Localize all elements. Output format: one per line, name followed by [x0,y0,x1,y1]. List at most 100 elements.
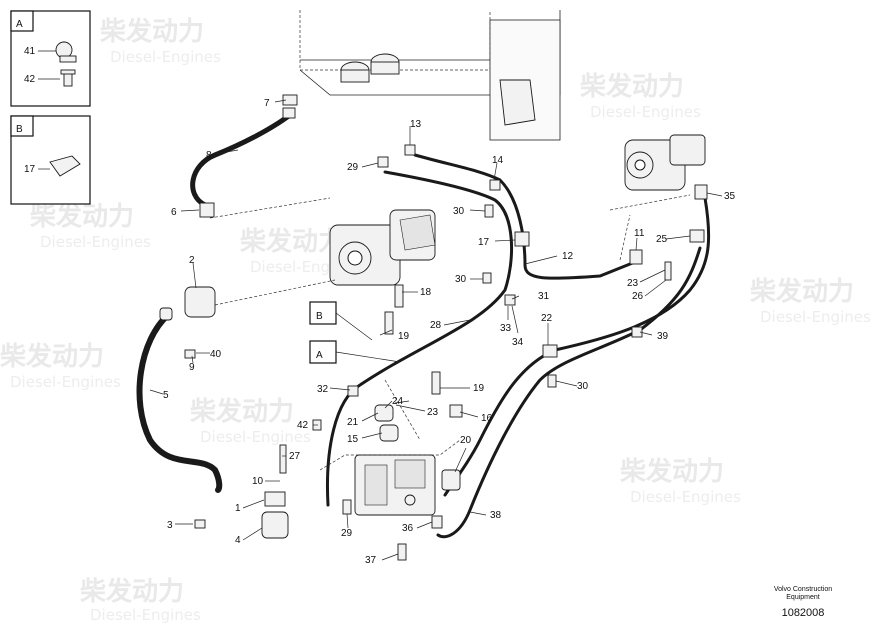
callout-flag-b: B [309,301,373,341]
part-label-16: 16 [481,413,493,424]
part-label-29: 29 [347,162,359,173]
part-label-3: 3 [167,520,173,531]
part-label-19: 19 [398,331,410,342]
watermark-text: 柴发动力 [579,71,684,102]
part-label-2: 2 [189,255,195,266]
bolt-9 [184,349,196,359]
fitting-19-lower [431,371,441,395]
part-label-39: 39 [657,331,669,342]
part-labels: 7 8 6 2 40 9 5 27 10 1 3 4 13 29 14 30 1… [163,98,736,566]
callout-flag-a: A [309,340,401,364]
bracket-1 [264,491,286,507]
part-label-28: 28 [430,320,442,331]
clip-31 [504,294,516,306]
part-label-26: 26 [632,291,644,302]
part-label-10: 10 [252,476,264,487]
pump-assembly-right [609,134,706,261]
part-label-32: 32 [317,384,329,395]
watermark-sub: Diesel-Engines [200,428,311,446]
part-label-22: 22 [541,313,553,324]
part-label-27: 27 [289,451,301,462]
part-label-30: 30 [455,274,467,285]
watermark-text: 柴发动力 [619,456,724,487]
control-valve-block [319,379,461,516]
watermark-text: 柴发动力 [239,226,344,257]
fittings [159,94,708,561]
part-label-25: 25 [656,234,668,245]
fitting-37 [397,543,407,561]
footer-caption-line2: Equipment [786,594,820,601]
fitting-3 [194,519,206,529]
watermark-sub: Diesel-Engines [40,233,151,251]
clip-17 [514,231,530,247]
part-label-35: 35 [724,191,736,202]
hydraulic-tank [299,10,561,141]
bolt-30-mid [484,204,494,218]
part-label-30: 30 [453,206,465,217]
fitting-36 [431,515,443,529]
clip-part [49,155,81,177]
watermark-sub: Diesel-Engines [110,48,221,66]
part-label-23: 23 [427,407,439,418]
fitting-21 [374,404,394,422]
part-label-30: 30 [577,381,589,392]
fitting-29 [377,156,389,168]
part-label: 17 [24,164,36,175]
fitting-19-upper [384,311,394,335]
fitting-29-lower [342,499,352,515]
part-label-21: 21 [347,417,359,428]
watermark-sub: Diesel-Engines [10,373,121,391]
fitting-18 [394,284,404,308]
fitting-16 [449,404,463,418]
watermark-text: 柴发动力 [749,276,854,307]
fitting-11 [629,249,643,265]
part-label-36: 36 [402,523,414,534]
detail-box-letter: A [16,19,23,30]
watermark-text: 柴发动力 [189,396,294,427]
watermark-text: 柴发动力 [29,201,134,232]
detail-box-a: A 41 42 [10,10,91,107]
part-label-42: 42 [297,420,309,431]
footer-caption: Volvo Construction Equipment [748,586,858,602]
part-label-17: 17 [478,237,490,248]
bracket-4 [261,511,289,539]
leader-lines [149,99,723,561]
detail-box-letter: B [16,124,23,135]
part-label-31: 31 [538,291,550,302]
part-label-15: 15 [347,434,359,445]
part-label-24: 24 [392,396,404,407]
fitting-13 [404,144,416,156]
part-label-14: 14 [492,155,504,166]
fitting-6 [199,202,215,218]
fitting-15 [379,424,399,442]
bolt-23 [664,261,672,281]
watermark-text: 柴发动力 [79,576,184,607]
bolt-30-upper [482,272,492,284]
clip-39 [631,326,643,338]
pump-assembly-left [209,197,436,306]
watermark-sub: Diesel-Engines [90,606,201,624]
part-label-23: 23 [627,278,639,289]
watermark-text: 柴发动力 [0,341,104,372]
fitting-35 [694,184,708,200]
part-label-5: 5 [163,390,169,401]
watermark: 柴发动力 Diesel-Engines 柴发动力 Diesel-Engines … [0,16,871,624]
part-label-18: 18 [420,287,432,298]
part-label-1: 1 [235,503,241,514]
part-label-33: 33 [500,323,512,334]
clip-32 [347,385,359,397]
watermark-sub: Diesel-Engines [590,103,701,121]
clamp-22 [542,344,558,358]
flange-2 [184,286,216,318]
callout-letter: A [316,350,323,361]
drawing-number: 1082008 [781,607,825,619]
bolt-27 [279,444,287,474]
clamp-14 [489,179,501,191]
part-label: 41 [24,46,36,57]
part-label-4: 4 [235,535,241,546]
part-label-37: 37 [365,555,377,566]
part-label-9: 9 [189,362,195,373]
part-label-7: 7 [264,98,270,109]
